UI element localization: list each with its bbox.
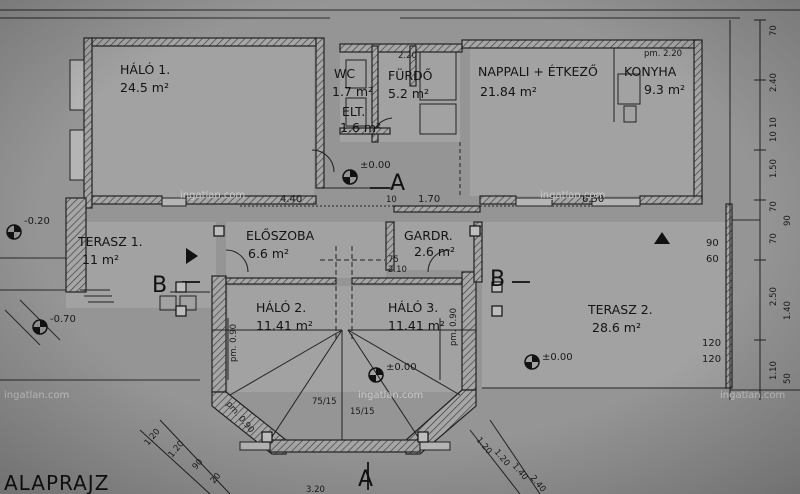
section-mark-b-right: B <box>490 267 505 292</box>
room-area-furdo: 5.2 m² <box>388 86 429 101</box>
room-area-terasz2: 28.6 m² <box>592 320 641 335</box>
dim-120a: 120 <box>702 338 721 349</box>
section-mark-b-left: B <box>152 273 167 298</box>
room-area-halo1: 24.5 m² <box>120 80 169 95</box>
dim-pm090a: pm. 0.90 <box>229 324 239 362</box>
dim-170: 1.70 <box>418 194 440 205</box>
dim-r110: 1.10 <box>769 361 779 380</box>
dim-r10b: 10 <box>769 131 779 142</box>
dim-75c: 75 <box>388 255 399 265</box>
room-name-terasz2: TERASZ 2. <box>587 302 653 317</box>
dim-pm090b: pm. 0.90 <box>449 308 459 346</box>
room-name-terasz1: TERASZ 1. <box>77 234 143 249</box>
room-name-furdo: FÜRDŐ <box>388 67 433 83</box>
dim-r250: 2.50 <box>769 287 779 306</box>
dim-440: 4.40 <box>280 194 302 205</box>
section-mark-a-bottom: A <box>358 467 373 492</box>
level-label-d: ±0.00 <box>386 362 417 373</box>
dim-r240: 2.40 <box>769 73 779 92</box>
room-name-eloszoba: ELŐSZOBA <box>246 228 315 243</box>
dim-r70c: 70 <box>769 233 779 244</box>
room-name-konyha: KONYHA <box>624 64 677 79</box>
dim-r50: 50 <box>783 373 793 384</box>
dim-r10a: 10 <box>769 117 779 128</box>
room-area-konyha: 9.3 m² <box>644 82 685 97</box>
dim-10: 10 <box>386 195 397 205</box>
room-area-halo3: 11.41 m² <box>388 318 445 333</box>
dim-75b: 15/15 <box>350 407 375 417</box>
dim-220a: 2.20 <box>398 51 417 61</box>
room-name-halo1: HÁLÓ 1. <box>120 62 170 77</box>
plan-title: ALAPRAJZ <box>4 471 109 494</box>
dim-b320: 3.20 <box>306 485 325 494</box>
dim-220b: pm. 2.20 <box>644 49 682 59</box>
level-label-e: ±0.00 <box>542 352 573 363</box>
level-label-a: ±0.00 <box>360 160 391 171</box>
room-name-wc: WC <box>334 66 355 81</box>
dim-90: 90 <box>706 238 719 249</box>
room-name-el: ELT. <box>342 104 365 119</box>
room-name-nappali: NAPPALI + ÉTKEZŐ <box>478 64 598 79</box>
watermark-2: ingatlan.com <box>540 190 605 201</box>
dim-r70: 70 <box>769 25 779 36</box>
watermark-5: ingatlan.com <box>720 390 785 401</box>
room-area-terasz1: 11 m² <box>82 252 119 267</box>
room-area-gardr: 2.6 m² <box>414 244 455 259</box>
room-name-halo3: HÁLÓ 3. <box>388 300 438 315</box>
watermark-3: ingatlan.com <box>4 390 69 401</box>
dim-r150: 1.50 <box>769 159 779 178</box>
room-area-wc: 1.7 m² <box>332 84 373 99</box>
room-area-nappali: 21.84 m² <box>480 84 537 99</box>
room-name-halo2: HÁLÓ 2. <box>256 300 306 315</box>
room-area-halo2: 11.41 m² <box>256 318 313 333</box>
dim-210: 2.10 <box>388 265 407 275</box>
level-label-b: -0.20 <box>24 216 50 227</box>
dim-75a: 75/15 <box>312 397 337 407</box>
level-label-c: -0.70 <box>50 314 76 325</box>
watermark-4: ingatlan.com <box>358 390 423 401</box>
watermark-1: ingatlan.com <box>180 190 245 201</box>
dim-120b: 120 <box>702 354 721 365</box>
dim-r70b: 70 <box>769 201 779 212</box>
dim-r140: 1.40 <box>783 301 793 320</box>
dim-r90: 90 <box>783 215 793 226</box>
dim-60: 60 <box>706 254 719 265</box>
section-mark-a-top: A <box>390 171 405 196</box>
room-area-eloszoba: 6.6 m² <box>248 246 289 261</box>
room-area-el: 1.6 m² <box>340 120 381 135</box>
room-name-gardr: GARDR. <box>404 228 453 243</box>
